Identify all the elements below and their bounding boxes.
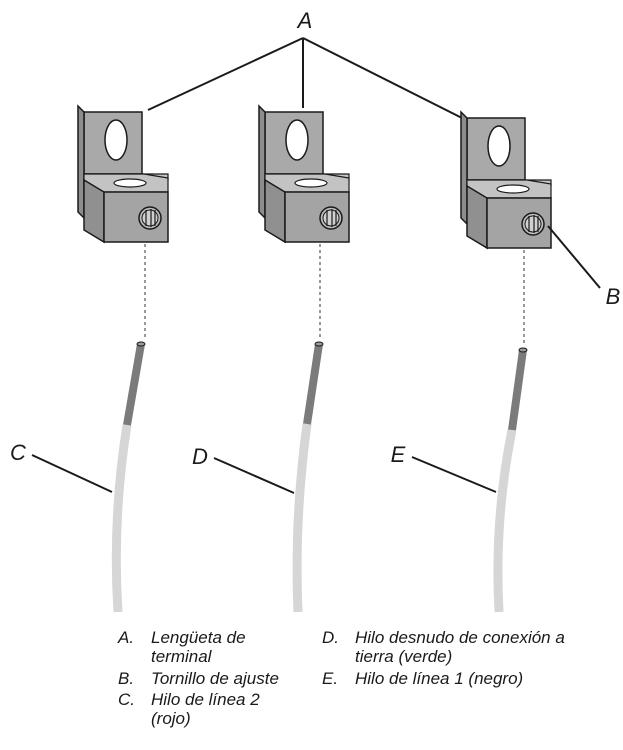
callout-a-leaders bbox=[147, 37, 463, 119]
terminal-lug-center bbox=[258, 105, 350, 243]
legend-key: A. bbox=[118, 628, 135, 647]
wire-center bbox=[292, 341, 324, 613]
legend-item-c: C. Hilo de línea 2 (rojo) bbox=[118, 690, 298, 730]
wire-right bbox=[493, 347, 528, 613]
callout-c-leader bbox=[31, 454, 113, 493]
legend-item-e: E. Hilo de línea 1 (negro) bbox=[322, 669, 622, 689]
legend-text: Hilo desnudo de conexión a tierra (verde… bbox=[355, 628, 565, 666]
legend-key: E. bbox=[322, 669, 339, 688]
legend-text-line: (rojo) bbox=[151, 709, 191, 728]
legend-text: Tornillo de ajuste bbox=[151, 669, 279, 688]
legend-text-line: Lengüeta de bbox=[151, 628, 246, 647]
legend-key: C. bbox=[118, 690, 135, 709]
callout-label-a: A bbox=[296, 8, 313, 33]
callout-e-leader bbox=[411, 456, 497, 493]
callout-label-c: C bbox=[10, 440, 26, 465]
legend-key: D. bbox=[322, 628, 339, 647]
legend-text: Hilo de línea 2 (rojo) bbox=[151, 690, 260, 728]
legend-text-line: Hilo desnudo de conexión a bbox=[355, 628, 565, 647]
callout-label-e: E bbox=[391, 442, 406, 467]
legend-key: B. bbox=[118, 669, 135, 688]
wire-left bbox=[111, 341, 146, 613]
legend-item-a: A. Lengüeta de terminal bbox=[118, 628, 298, 668]
legend-text-line: Hilo de línea 2 bbox=[151, 690, 260, 709]
terminal-lug-left bbox=[77, 105, 169, 243]
callout-d-leader bbox=[213, 457, 295, 494]
legend-text: Hilo de línea 1 (negro) bbox=[355, 669, 524, 688]
callout-label-d: D bbox=[192, 444, 208, 469]
legend-text-line: terminal bbox=[151, 647, 212, 666]
legend-text: Lengüeta de terminal bbox=[151, 628, 246, 666]
callout-b-leader bbox=[547, 225, 601, 289]
terminal-lug-right bbox=[460, 111, 552, 249]
legend-text-line: tierra (verde) bbox=[355, 647, 453, 666]
legend-item-b: B. Tornillo de ajuste bbox=[118, 669, 318, 689]
callout-label-b: B bbox=[606, 284, 621, 309]
legend-item-d: D. Hilo desnudo de conexión a tierra (ve… bbox=[322, 628, 622, 668]
alignment-dashes bbox=[144, 244, 525, 346]
